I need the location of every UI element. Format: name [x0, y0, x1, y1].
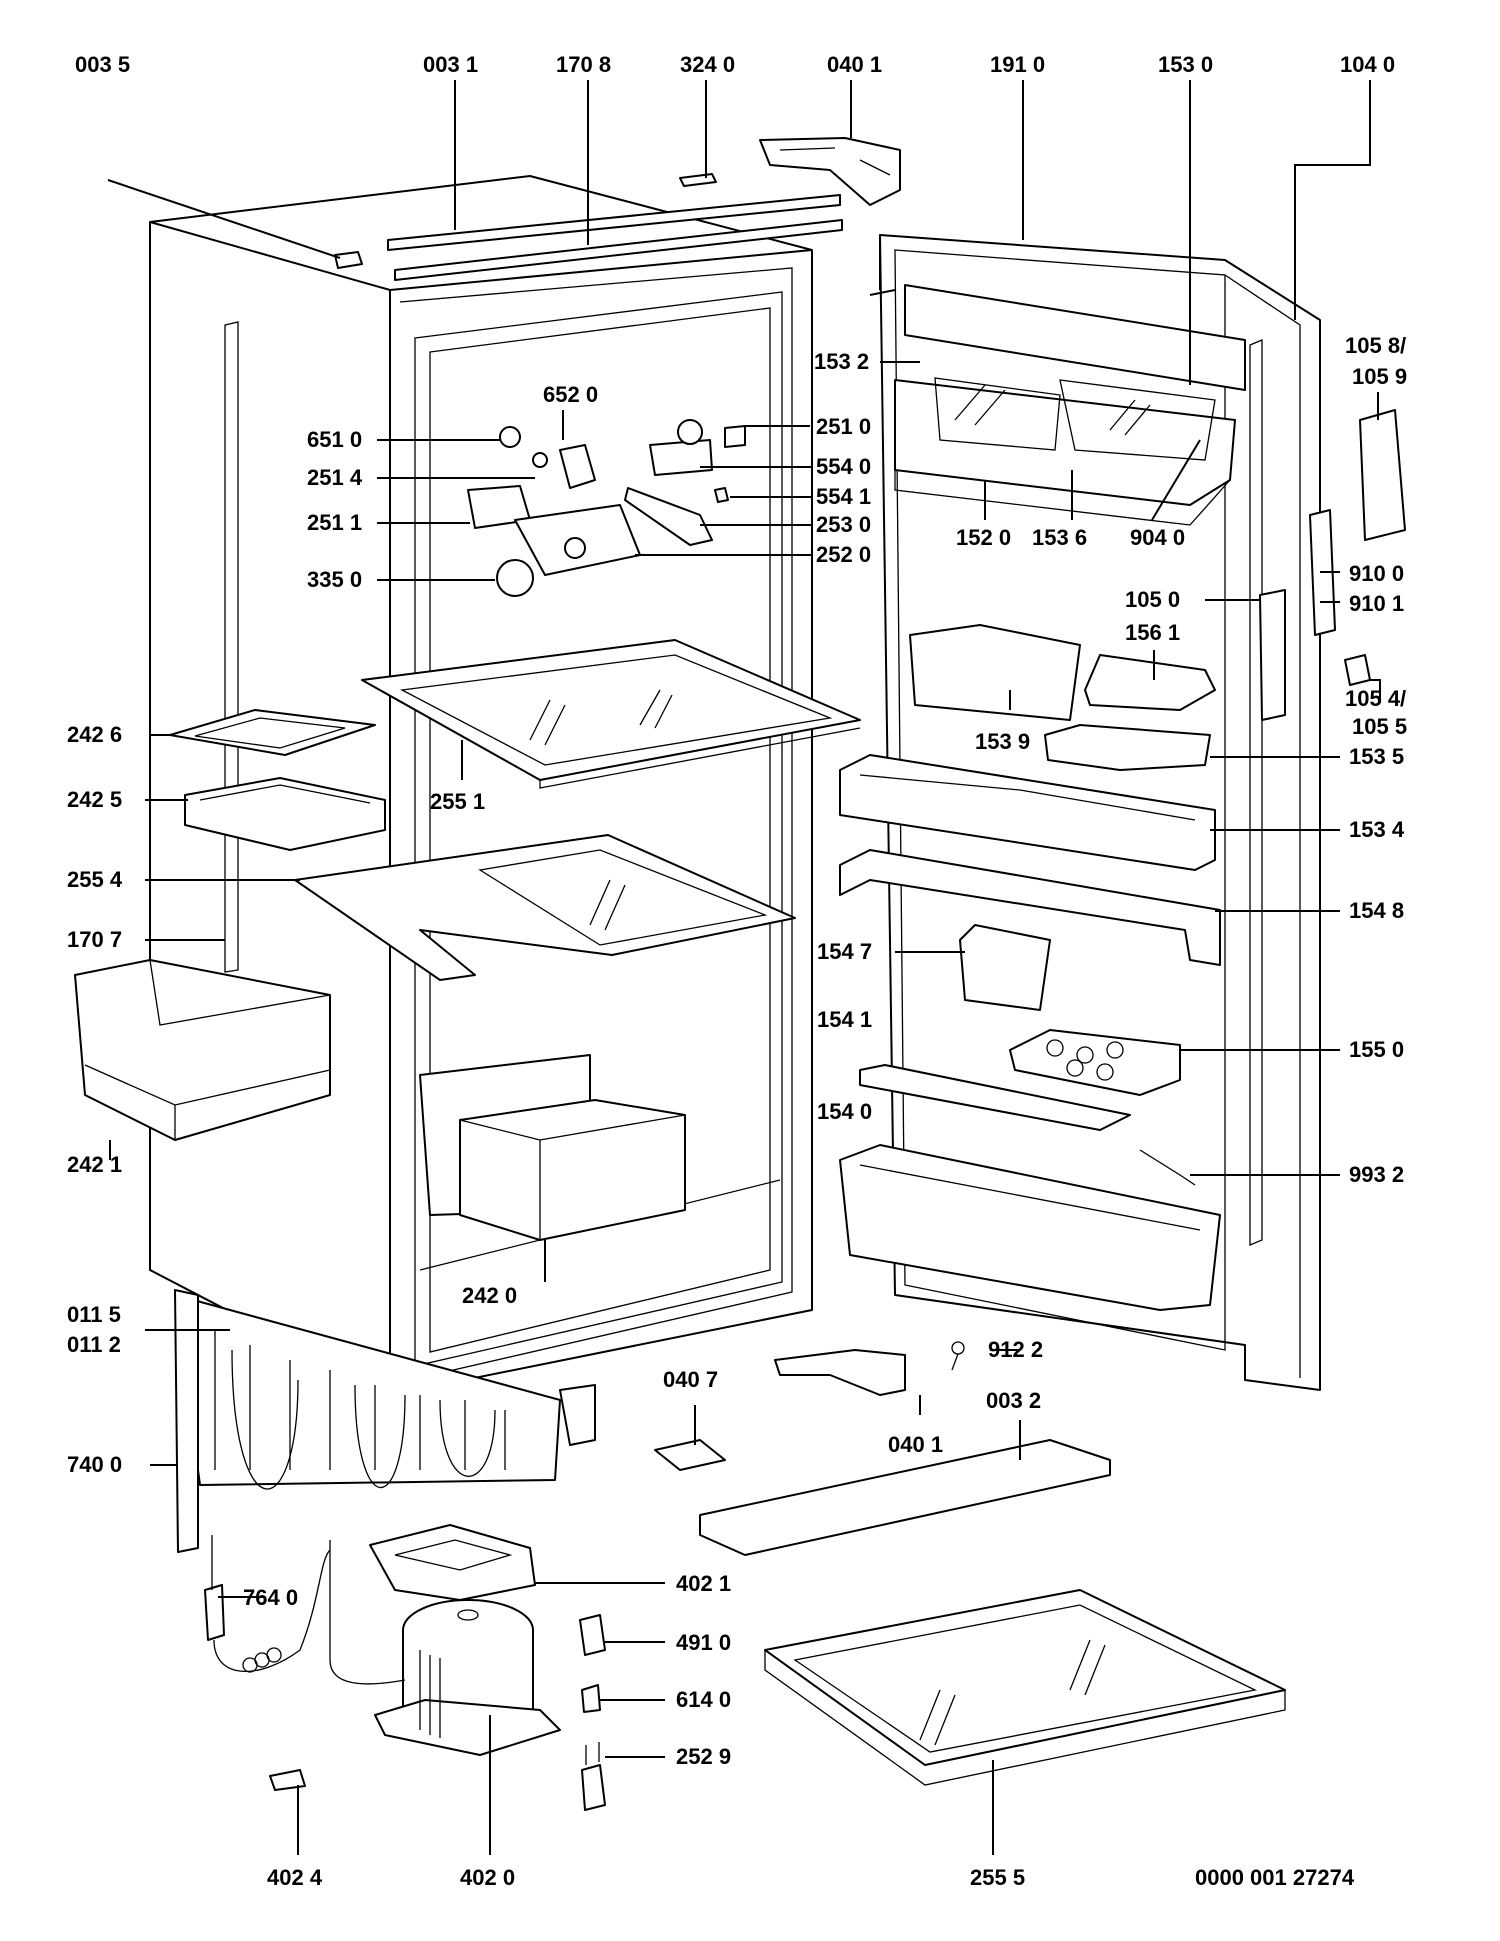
label-0032: 003 2	[986, 1388, 1041, 1413]
label-1910: 191 0	[990, 52, 1045, 77]
label-1055: 105 5	[1352, 714, 1407, 739]
label-9932: 993 2	[1349, 1162, 1404, 1187]
small-tray-and-bowl	[169, 709, 386, 851]
vegetable-crisper-inner	[419, 1054, 686, 1241]
label-2510: 251 0	[816, 414, 871, 439]
label-2530: 253 0	[816, 512, 871, 537]
label-0112: 011 2	[67, 1332, 121, 1357]
label-1547: 154 7	[817, 939, 872, 964]
label-2551: 255 1	[430, 789, 485, 814]
label-9101: 910 1	[1349, 591, 1404, 616]
label-0401-top: 040 1	[827, 52, 882, 77]
label-4021: 402 1	[676, 1571, 731, 1596]
label-1534: 153 4	[1349, 817, 1405, 842]
glass-shelf-upper	[361, 639, 861, 789]
label-7640: 764 0	[243, 1585, 298, 1610]
label-6510: 651 0	[307, 427, 362, 452]
label-1550: 155 0	[1349, 1037, 1404, 1062]
label-1050: 105 0	[1125, 587, 1180, 612]
label-2554: 255 4	[67, 867, 123, 892]
label-0407: 040 7	[663, 1367, 718, 1392]
small-electrical-parts	[269, 1614, 606, 1811]
label-1532: 153 2	[814, 349, 869, 374]
label-1520: 152 0	[956, 525, 1011, 550]
leader-lines	[107, 80, 1381, 1855]
label-3240: 324 0	[680, 52, 735, 77]
label-7400: 740 0	[67, 1452, 122, 1477]
door-strip	[1259, 589, 1286, 721]
vegetable-crisper-left	[74, 959, 331, 1141]
label-1541: 154 1	[817, 1007, 872, 1032]
glass-shelf-bottom	[764, 1589, 1286, 1786]
label-6140: 614 0	[676, 1687, 731, 1712]
label-1530: 153 0	[1158, 52, 1213, 77]
plinth-trim	[699, 1439, 1111, 1556]
label-1058: 105 8/	[1345, 333, 1406, 358]
drawing-number: 0000 001 27274	[1195, 1865, 1355, 1890]
screw-shaft	[951, 1353, 959, 1371]
label-2426: 242 6	[67, 722, 122, 747]
label-1040: 104 0	[1340, 52, 1395, 77]
condenser-coil	[174, 1294, 596, 1490]
label-0031: 003 1	[423, 52, 478, 77]
label-2514: 251 4	[307, 465, 363, 490]
label-9122: 912 2	[988, 1337, 1043, 1362]
label-4020: 402 0	[460, 1865, 515, 1890]
label-3350: 335 0	[307, 567, 362, 592]
label-6520: 652 0	[543, 382, 598, 407]
label-1540: 154 0	[817, 1099, 872, 1124]
label-1548: 154 8	[1349, 898, 1404, 923]
top-hinge	[759, 137, 901, 206]
label-0115: 011 5	[67, 1302, 121, 1327]
label-2421: 242 1	[67, 1152, 122, 1177]
butter-compartment	[894, 284, 1246, 526]
label-1561: 156 1	[1125, 620, 1180, 645]
label-1708: 170 8	[556, 52, 611, 77]
label-5541: 554 1	[816, 484, 871, 509]
label-2529: 252 9	[676, 1744, 731, 1769]
thermostat-and-lamp-parts	[467, 419, 746, 597]
label-1539: 153 9	[975, 729, 1030, 754]
label-9040: 904 0	[1130, 525, 1185, 550]
label-1054: 105 4/	[1345, 686, 1406, 711]
glass-shelf-divided	[294, 834, 796, 981]
label-4024: 402 4	[267, 1865, 323, 1890]
compressor-bracket	[369, 1524, 536, 1601]
label-2511: 251 1	[307, 510, 362, 535]
screw	[951, 1341, 965, 1355]
label-5540: 554 0	[816, 454, 871, 479]
label-1536: 153 6	[1032, 525, 1087, 550]
label-1707: 170 7	[67, 927, 122, 952]
top-trim-rails	[334, 173, 843, 281]
part-labels: 003 5 003 1 170 8 324 0 040 1 191 0 153 …	[67, 52, 1407, 1890]
cover-plate	[654, 1439, 726, 1471]
door-bins	[839, 624, 1221, 1311]
label-4910: 491 0	[676, 1630, 731, 1655]
label-2520: 252 0	[816, 542, 871, 567]
label-1535: 153 5	[1349, 744, 1404, 769]
side-rail	[224, 321, 239, 973]
label-2420: 242 0	[462, 1283, 517, 1308]
label-1059: 105 9	[1352, 364, 1407, 389]
label-2555: 255 5	[970, 1865, 1025, 1890]
door-hinge-side-parts	[1309, 409, 1406, 686]
compressor	[329, 1540, 561, 1756]
label-0035: 003 5	[75, 52, 130, 77]
label-0401-bottom: 040 1	[888, 1432, 943, 1457]
capillary-tube	[204, 1535, 331, 1673]
label-2425: 242 5	[67, 787, 122, 812]
label-9100: 910 0	[1349, 561, 1404, 586]
bottom-hinge	[774, 1349, 906, 1396]
